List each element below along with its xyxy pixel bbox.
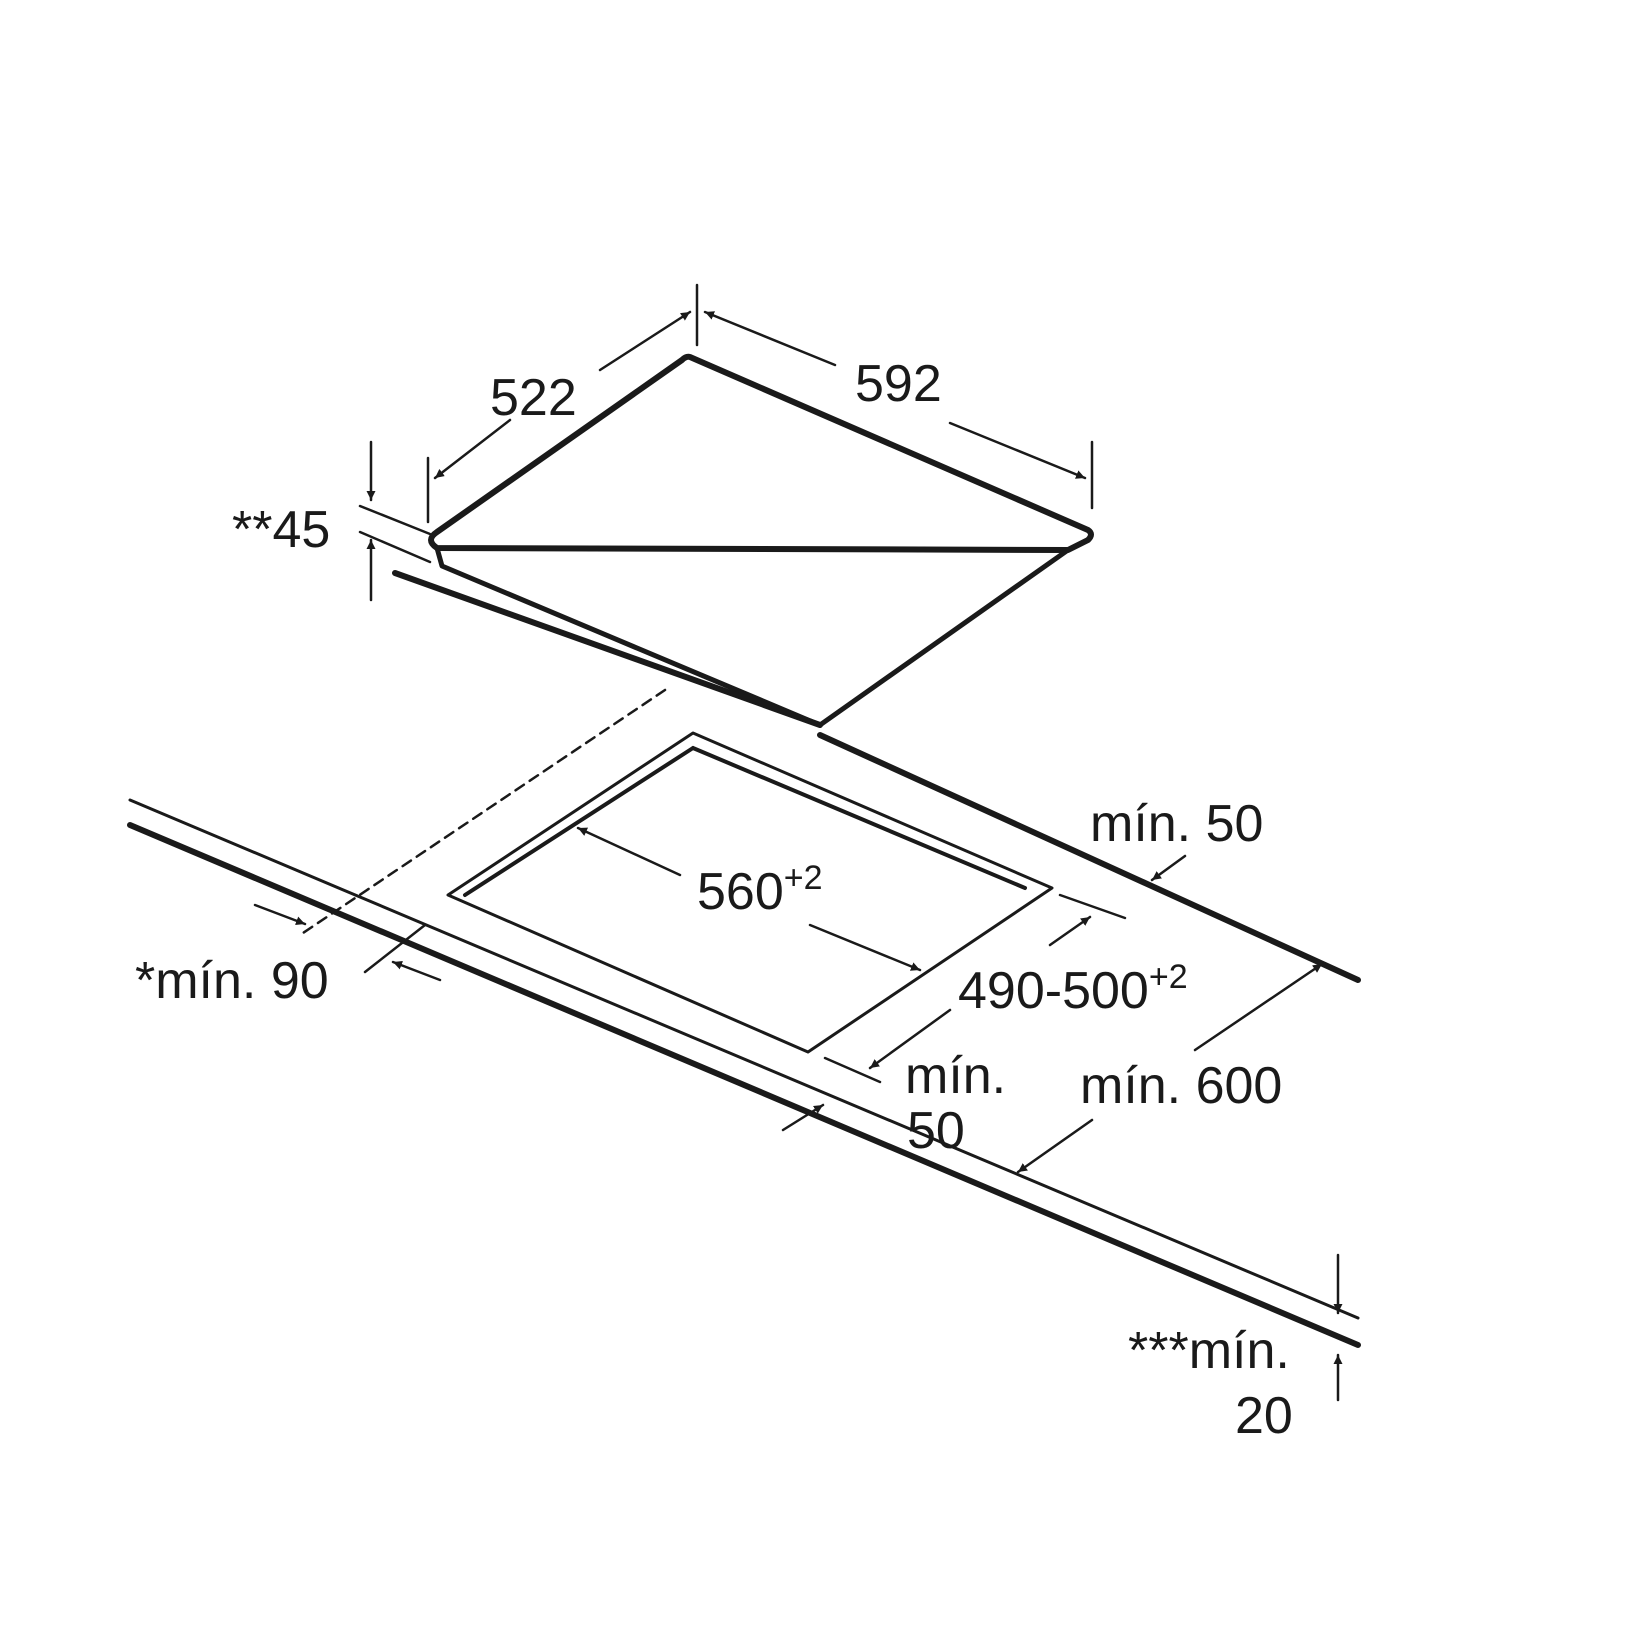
dim-hob-width [703,310,1094,510]
label-counter-depth: mín. 600 [1080,1057,1283,1115]
dim-hob-depth [426,283,699,524]
cutout-depth-value: 490-500 [958,962,1149,1020]
label-front-gap-line1: mín. [905,1047,1007,1105]
countertop-front-top-edge [128,798,1360,1320]
dim-side-gap [253,903,442,982]
label-hob-width: 592 [855,355,942,413]
cutout-width-tolerance: +2 [783,859,823,897]
label-thickness-line2: 20 [1235,1387,1293,1445]
label-front-gap-line2: 50 [907,1102,965,1160]
dim-front-gap [781,1103,825,1132]
cutout-outline [446,731,1054,1054]
dim-counter-depth [1016,962,1324,1174]
cutout [446,731,1054,1054]
dim-rear-gap [1150,854,1187,882]
label-hob-height: **45 [232,501,331,559]
dim-cutout-depth [823,893,1127,1084]
dim-hob-height [358,440,432,602]
cutout-width-value: 560 [697,863,784,921]
label-thickness-line1: ***mín. [1128,1322,1290,1380]
label-side-gap: *mín. 90 [135,952,329,1010]
label-cutout-width: 560+2 [697,861,823,921]
label-cutout-depth: 490-500+2 [958,960,1188,1020]
label-hob-depth: 522 [490,369,577,427]
countertop-rear-edge [817,732,1361,983]
hob-top-surface [428,353,1094,553]
cutout-inner-edges [463,746,1027,897]
cutout-depth-tolerance: +2 [1148,958,1188,996]
projection-line [298,688,667,937]
hob-front-edge [392,570,823,728]
hob-side-edge [434,545,1071,728]
hob [392,353,1094,728]
label-rear-gap: mín. 50 [1090,795,1264,853]
dim-cutout-width [576,826,922,972]
